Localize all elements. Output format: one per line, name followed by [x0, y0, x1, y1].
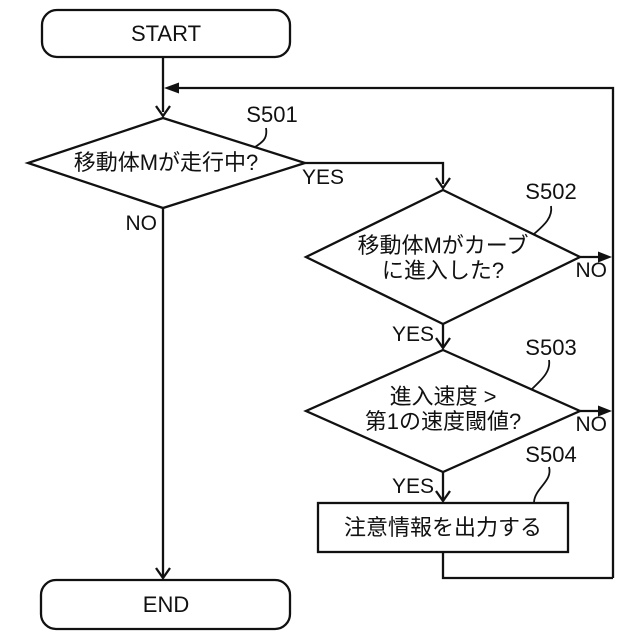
s501-yes-label: YES: [302, 166, 344, 189]
decision-s502-question-line1: 移動体Mがカーブ: [357, 233, 528, 258]
decision-s502-question-line2: に進入した?: [382, 258, 504, 283]
s501-no-label: NO: [126, 212, 158, 235]
arrowhead-loop-left: [164, 82, 179, 94]
decision-s502: [303, 188, 583, 326]
arrowhead-s502-no: [598, 251, 612, 263]
process-s504-action: 注意情報を出力する: [344, 515, 542, 540]
end-label: END: [143, 592, 189, 617]
s502-no-label: NO: [576, 259, 608, 282]
decision-s503-question-line1: 進入速度 >: [390, 384, 497, 409]
leader-s502: [533, 205, 553, 235]
edge-s501-yes: [305, 161, 445, 184]
arrowhead-s503-no: [598, 405, 612, 417]
terminator-end: [39, 578, 292, 631]
decision-s501: [24, 116, 309, 210]
step-label-s504: S504: [525, 442, 576, 467]
s503-yes-label: YES: [392, 475, 434, 498]
s502-yes-label: YES: [392, 323, 434, 346]
terminator-start: [40, 8, 292, 59]
arrowhead-into-s504: [435, 490, 451, 504]
decision-s503-question-line2: 第1の速度閾値?: [365, 409, 521, 434]
arrowhead-into-s501: [155, 105, 171, 119]
leader-s504: [533, 466, 551, 503]
edge-s504-out: [441, 552, 613, 580]
leader-s503: [531, 359, 551, 390]
start-label: START: [131, 21, 201, 46]
arrowhead-into-end: [155, 567, 171, 581]
edge-loop-back: [178, 86, 615, 578]
s503-no-label: NO: [576, 413, 608, 436]
decision-s503: [303, 348, 583, 474]
step-label-s501: S501: [246, 102, 297, 127]
step-label-s503: S503: [525, 335, 576, 360]
arrowhead-into-s502: [435, 177, 451, 191]
arrowhead-into-s503: [435, 337, 451, 351]
step-label-s502: S502: [525, 179, 576, 204]
decision-s501-question: 移動体Mが走行中?: [74, 150, 259, 175]
process-s504: [316, 501, 570, 554]
